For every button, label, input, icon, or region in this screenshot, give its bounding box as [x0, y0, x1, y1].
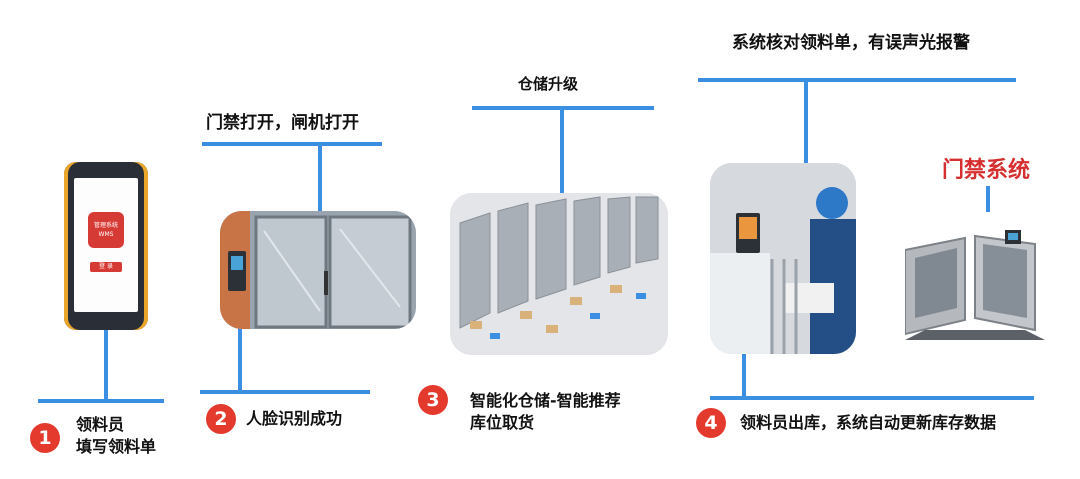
gate-photo	[220, 211, 416, 329]
stage-upgrade-label: 仓储升级	[518, 75, 579, 93]
connector-upgrade-stem	[560, 108, 564, 194]
connector-checkout-bottom	[710, 396, 1034, 400]
wms-app-icon[interactable]: 管理系统 WMS	[88, 212, 124, 248]
warehouse-racks-illustration	[450, 193, 668, 355]
stage-door-open-label: 门禁打开，闸机打开	[206, 113, 359, 133]
connector-face-stem	[238, 318, 242, 392]
smart-warehouse-photo	[450, 193, 668, 355]
connector-checkout-stem	[742, 354, 746, 398]
step-3-text: 智能化仓储-智能推荐 库位取货	[470, 390, 621, 434]
step-1-badge: 1	[30, 423, 60, 453]
step-2-text: 人脸识别成功	[246, 408, 342, 430]
connector-phone-bottom	[38, 399, 164, 403]
connector-access-stem	[986, 186, 990, 212]
step-3-line1: 智能化仓储-智能推荐	[470, 391, 621, 410]
connector-check-top	[698, 78, 1016, 82]
access-system-title: 门禁系统	[942, 158, 1031, 183]
glass-door-illustration	[220, 211, 416, 329]
device-screen: 管理系统 WMS 登 录	[74, 178, 138, 312]
turnstile-gate	[904, 230, 1045, 340]
step-4-line1: 领料员出库，系统自动更新库存数据	[740, 413, 997, 432]
login-button[interactable]: 登 录	[90, 262, 122, 272]
step-1-text: 领料员 填写领料单	[76, 414, 156, 458]
stage-check-label: 系统核对领料单，有误声光报警	[732, 33, 970, 53]
turnstile-illustration	[904, 230, 1045, 340]
step-1-line2: 填写领料单	[76, 437, 157, 456]
app-name: 管理系统	[93, 222, 118, 229]
step-3-badge: 3	[418, 385, 448, 415]
app-sub: WMS	[98, 231, 114, 238]
worker-checkout-illustration	[710, 163, 856, 354]
step-2-badge: 2	[206, 404, 236, 434]
connector-phone-stem	[104, 330, 108, 400]
connector-door-top	[202, 142, 382, 146]
step-4-text: 领料员出库，系统自动更新库存数据	[740, 412, 996, 434]
checkpoint-photo	[710, 163, 856, 354]
handheld-device: 管理系统 WMS 登 录	[64, 162, 148, 330]
step-3-line2: 库位取货	[470, 413, 535, 432]
step-4-badge: 4	[696, 408, 726, 438]
connector-face-bottom	[200, 390, 370, 394]
step-2-line1: 人脸识别成功	[246, 409, 343, 428]
connector-check-stem	[804, 80, 808, 164]
step-1-line1: 领料员	[76, 415, 125, 434]
